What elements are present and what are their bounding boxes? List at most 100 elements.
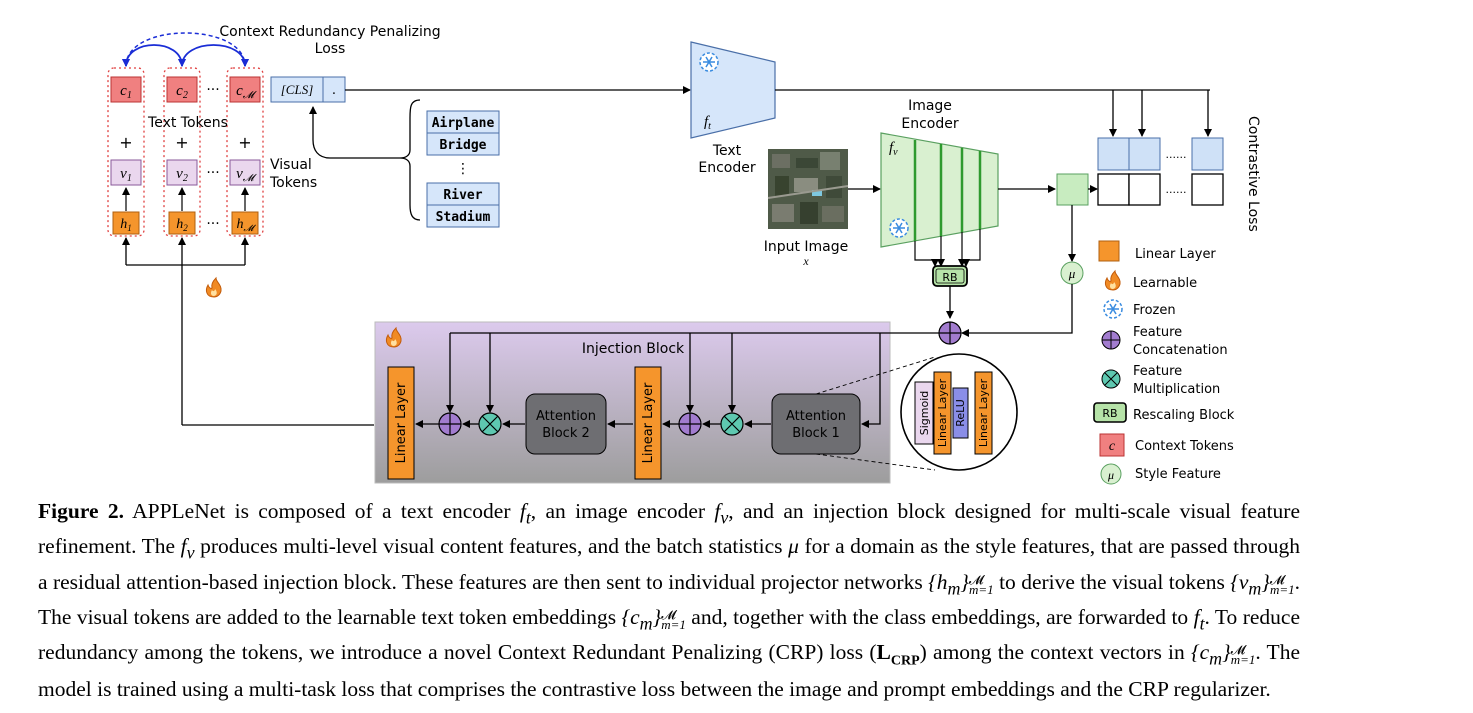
legend-mult-label: Feature — [1133, 364, 1182, 379]
legend-style-icon — [1100, 463, 1122, 485]
image-feature — [1056, 173, 1089, 206]
legend-context-label: Context Tokens — [1135, 439, 1234, 454]
class-river-label: River — [443, 188, 482, 203]
image-encoder: Image Encoder fv — [880, 98, 999, 248]
cls-token — [270, 76, 324, 103]
legend-concat-label: Feature — [1133, 325, 1182, 340]
caption-math-8: ft — [1193, 604, 1205, 634]
caption-text-2: , an image encoder — [530, 499, 715, 523]
attention-block-2-label-2: Block 2 — [542, 426, 590, 441]
input-image-var: x — [802, 254, 809, 268]
class-stadium-label: Stadium — [436, 210, 491, 225]
injection-linear-middle-label: Linear Layer — [641, 382, 656, 463]
crp-arrow-1-2 — [122, 44, 186, 67]
image-encoder-label: Image — [908, 98, 952, 114]
input-image-label: Input Image — [764, 239, 849, 255]
image-encoder-frozen-icon — [889, 218, 909, 238]
contrastive-loss-label: Contrastive Loss — [1245, 116, 1261, 232]
class-embedding-dot: . — [332, 83, 336, 98]
token-group-m — [226, 67, 264, 237]
text-encoder: ft Text Encoder — [690, 41, 776, 176]
injection-block-title: Injection Block — [582, 341, 685, 357]
caption-text-4: produces multi-level visual content feat… — [194, 534, 789, 559]
tokens-region: Context Redundancy Penalizing Loss c1 c2… — [107, 24, 441, 426]
injection-linear-left-label: Linear Layer — [394, 382, 409, 463]
token-group-1 — [107, 67, 145, 237]
caption-text-9: . To reduce redundancy among the tokens,… — [38, 604, 1300, 665]
visual-ellipsis: ··· — [206, 165, 219, 181]
text-encoder-label-2: Encoder — [698, 160, 755, 176]
token-group-2 — [163, 67, 201, 237]
projector-m — [231, 211, 259, 235]
input-image: Input Image x — [764, 149, 849, 268]
plus-m: + — [238, 133, 251, 152]
class-brace — [399, 99, 421, 221]
architecture-diagram: Context Redundancy Penalizing Loss c1 c2… — [107, 24, 1261, 485]
caption-text-7: . The visual tokens are added to the lea… — [38, 569, 1300, 629]
attention-block-1 — [771, 393, 861, 455]
caption-math-1: ft — [519, 499, 531, 528]
visual-token-1 — [110, 159, 142, 186]
legend-linear-label: Linear Layer — [1135, 247, 1216, 262]
projector-1-text: h1 — [120, 217, 132, 233]
zoom-relu — [952, 387, 969, 439]
class-list: Airplane Bridge ⋮ River Stadium — [309, 99, 500, 228]
caption-math-4: μ — [788, 534, 799, 559]
caption-label: Figure 2. — [38, 499, 124, 523]
legend-rb-glyph: RB — [1102, 407, 1117, 420]
style-feature-mu-label: μ — [1068, 266, 1076, 281]
text-encoder-frozen-icon — [699, 52, 719, 72]
visual-tokens-label: Visual — [270, 157, 312, 173]
context-token-2 — [166, 76, 198, 103]
projector-1 — [112, 211, 140, 235]
image-encoder-symbol: fv — [889, 140, 898, 158]
caption-text-3: , and an injection block designed for mu… — [38, 499, 1300, 559]
projector-ellipsis: ··· — [206, 216, 219, 232]
class-airplane-label: Airplane — [432, 116, 495, 131]
caption-math-2: fv — [714, 499, 729, 528]
caption-text-1: APPLeNet is composed of a text encoder — [123, 499, 520, 523]
class-bridge — [426, 132, 500, 156]
visual-token-1-text: v1 — [120, 166, 132, 184]
plus-1: + — [119, 133, 132, 152]
visual-token-m-text: v𝓜 — [236, 166, 258, 184]
caption-math-3: fv — [180, 534, 195, 563]
class-stadium — [426, 204, 500, 228]
injection-block: Injection Block Linear Layer Attention B… — [374, 321, 939, 484]
zoom-relu-label: ReLU — [954, 399, 967, 427]
legend-linear-swatch — [1098, 240, 1120, 262]
legend-mult-label-2: Multiplication — [1133, 382, 1220, 397]
contrastive-grid: ...... ...... Contrastive Loss — [1097, 116, 1261, 232]
visual-token-2 — [166, 159, 198, 186]
contrastive-dots-top: ...... — [1166, 148, 1187, 161]
crp-loss-label: Context Redundancy Penalizing — [219, 24, 440, 40]
context-token-m — [229, 76, 261, 103]
legend-learnable-label: Learnable — [1133, 276, 1197, 291]
projector-2 — [168, 211, 196, 235]
zoom-sigmoid — [914, 381, 934, 445]
text-encoder-symbol: ft — [704, 114, 711, 132]
attention-block-2 — [525, 393, 607, 455]
legend-style-label: Style Feature — [1135, 467, 1221, 482]
plus-2: + — [175, 133, 188, 152]
caption-text-5: for a domain as the style features, that… — [38, 534, 1301, 594]
context-token-2-text: c2 — [176, 83, 188, 101]
legend-learnable-icon — [1104, 270, 1121, 291]
zoom-sigmoid-label: Sigmoid — [918, 391, 931, 436]
legend-rb-icon — [1093, 402, 1127, 423]
figure-caption: Figure 2. APPLeNet is composed of a text… — [38, 497, 1300, 704]
visual-token-m — [229, 159, 261, 186]
attention-zoom: Sigmoid Linear Layer ReLU Linear Layer — [900, 353, 1018, 471]
context-token-1-text: c1 — [120, 83, 132, 101]
context-token-m-text: c𝓜 — [236, 83, 258, 101]
attention-block-1-label-2: Block 1 — [792, 426, 840, 441]
legend-context-glyph: c — [1109, 439, 1116, 454]
injection-linear-left — [387, 366, 415, 480]
context-token-1 — [110, 76, 142, 103]
projector-m-text: h𝓜 — [236, 217, 256, 233]
caption-lcrp: LCRP — [876, 640, 920, 669]
